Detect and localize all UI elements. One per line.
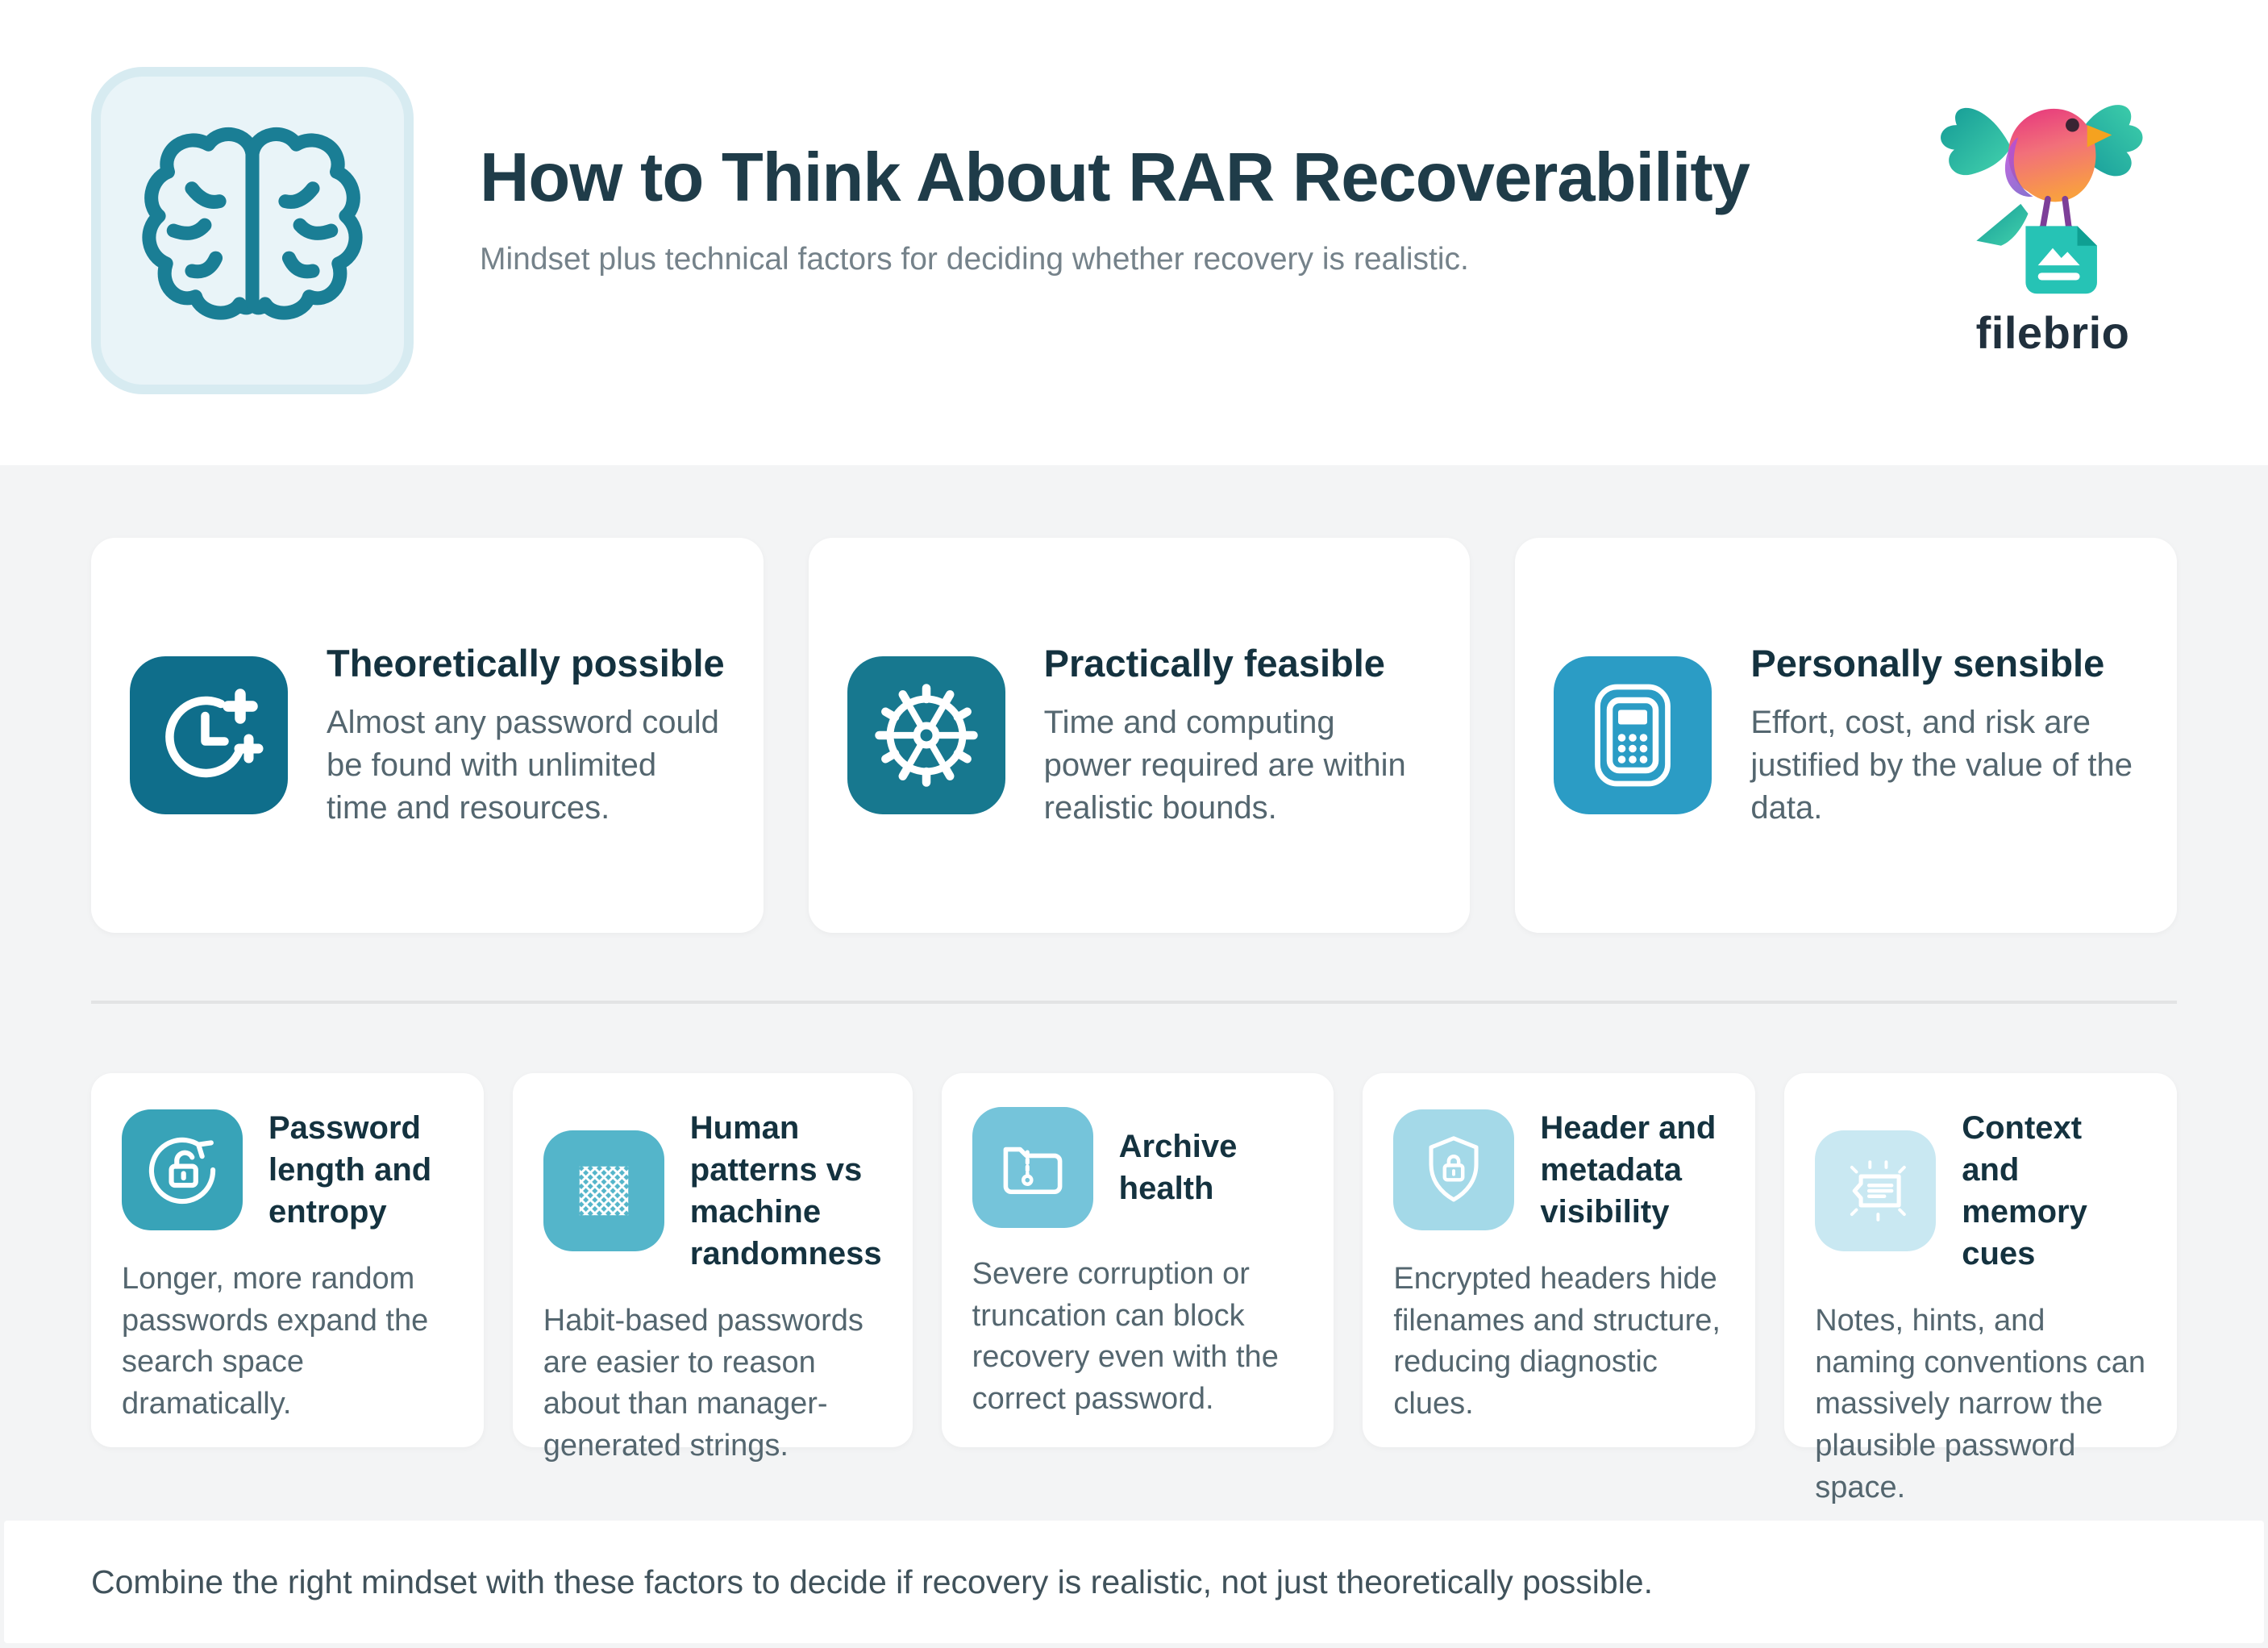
zip-folder-icon	[972, 1107, 1093, 1228]
pattern-grid-icon	[543, 1130, 664, 1251]
factor-card-body: Longer, more random passwords expand the…	[122, 1262, 429, 1421]
factor-card-header: Context and memory cues	[1815, 1107, 2146, 1275]
footer-note-bar: Combine the right mindset with these fac…	[4, 1521, 2264, 1643]
factor-card-title: Archive health	[1118, 1129, 1238, 1206]
factor-card-title: Human patterns vs machine randomness	[689, 1110, 882, 1271]
mindset-card-text: Practically feasible Time and computing …	[1044, 641, 1432, 830]
mindset-card-body: Time and computing power required are wi…	[1043, 704, 1406, 826]
shield-lock-icon	[1393, 1109, 1515, 1230]
factor-card-body: Severe corruption or truncation can bloc…	[972, 1257, 1279, 1417]
page-title: How to Think About RAR Recoverability	[480, 139, 1750, 216]
factor-card-header: Archive health	[972, 1107, 1304, 1228]
factor-card-body: Encrypted headers hide filenames and str…	[1393, 1262, 1721, 1421]
factor-card-body: Notes, hints, and naming conventions can…	[1815, 1304, 2146, 1504]
factor-card-archive-health: Archive health Severe corruption or trun…	[941, 1073, 1334, 1447]
mindset-card-theoretically-possible: Theoretically possible Almost any passwo…	[91, 538, 764, 933]
mindset-card-personally-sensible: Personally sensible Effort, cost, and ri…	[1515, 538, 2178, 933]
mindset-card-body: Effort, cost, and risk are justified by …	[1750, 704, 2133, 826]
mindset-card-title: Theoretically possible	[327, 641, 725, 685]
brand-logo: filebrio	[1912, 71, 2194, 359]
footer-note: Combine the right mindset with these fac…	[91, 1563, 1653, 1600]
factor-card-header: Header and metadata visibility	[1393, 1107, 1725, 1233]
factor-card-password-length: Password length and entropy Longer, more…	[91, 1073, 484, 1447]
gear-icon	[847, 656, 1005, 814]
factor-card-header: Password length and entropy	[122, 1107, 453, 1233]
header: How to Think About RAR Recoverability Mi…	[0, 0, 2268, 465]
memo-hint-icon	[1815, 1130, 1937, 1251]
factor-card-header-metadata: Header and metadata visibility Encrypted…	[1363, 1073, 1756, 1447]
factors-row: Password length and entropy Longer, more…	[91, 1073, 2177, 1504]
mindset-card-text: Personally sensible Effort, cost, and ri…	[1750, 641, 2138, 830]
mindset-card-text: Theoretically possible Almost any passwo…	[327, 641, 725, 830]
factor-card-title: Header and metadata visibility	[1540, 1110, 1717, 1230]
header-text-block: How to Think About RAR Recoverability Mi…	[480, 139, 1750, 277]
brain-icon	[142, 110, 373, 352]
mindset-row: Theoretically possible Almost any passwo…	[91, 538, 2178, 933]
calculator-icon	[1554, 656, 1712, 814]
bird-on-file-logo-icon	[1941, 105, 2143, 294]
factor-card-title: Password length and entropy	[268, 1110, 432, 1230]
main-content: Theoretically possible Almost any passwo…	[0, 465, 2268, 1518]
factor-card-human-patterns: Human patterns vs machine randomness Hab…	[512, 1073, 913, 1463]
page-subtitle: Mindset plus technical factors for decid…	[480, 242, 1469, 277]
factor-card-context-cues: Context and memory cues Notes, hints, an…	[1784, 1073, 2177, 1504]
section-divider	[91, 1001, 2177, 1004]
unlock-rotate-icon	[122, 1109, 243, 1230]
factor-card-header: Human patterns vs machine randomness	[543, 1107, 882, 1275]
mindset-card-practically-feasible: Practically feasible Time and computing …	[808, 538, 1471, 933]
mindset-card-body: Almost any password could be found with …	[327, 704, 719, 826]
brand-wordmark: filebrio	[1975, 307, 2130, 358]
mindset-card-title: Practically feasible	[1043, 641, 1385, 685]
factor-card-title: Context and memory cues	[1962, 1110, 2087, 1271]
factor-card-body: Habit-based passwords are easier to reas…	[543, 1304, 864, 1463]
brain-icon-box	[91, 67, 414, 394]
mindset-card-title: Personally sensible	[1750, 641, 2105, 685]
clock-plus-icon	[130, 656, 288, 814]
